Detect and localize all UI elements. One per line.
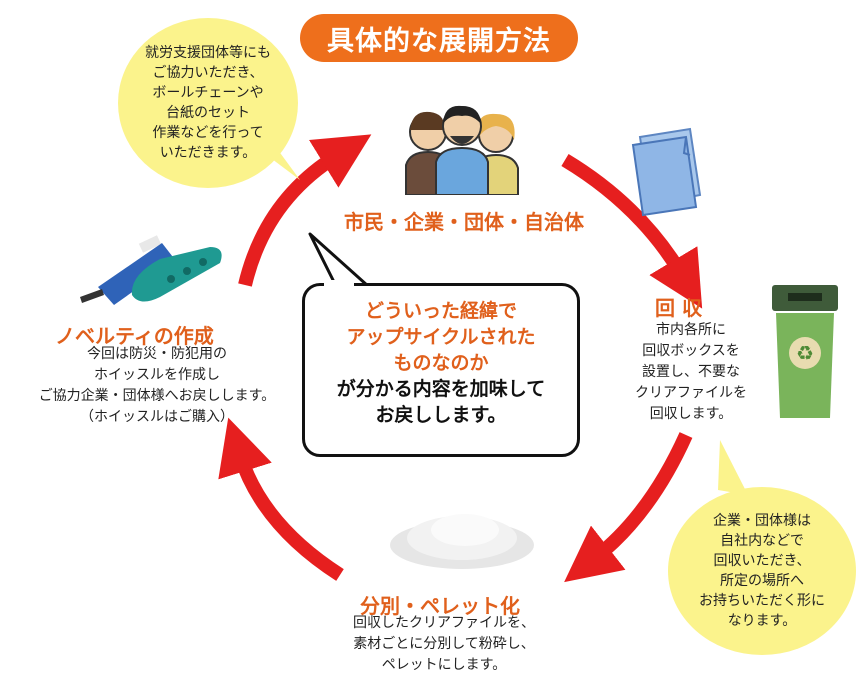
page-title: 具体的な展開方法: [300, 14, 578, 62]
company-bubble-text: 企業・団体様は 自社内などで 回収いただき、 所定の場所へ お持ちいただく形に …: [699, 513, 825, 629]
recycle-bin-icon: ♻: [772, 285, 838, 418]
whistle-icon: [80, 235, 222, 305]
novelty-title: ノベルティの作成: [55, 324, 214, 348]
bubble-tail: [260, 150, 300, 180]
center-message-box: どういった経緯で アップサイクルされた ものなのか が分かる内容を加味して お戻…: [302, 283, 580, 457]
company-bubble: 企業・団体様は 自社内などで 回収いただき、 所定の場所へ お持ちいただく形に …: [668, 487, 856, 655]
clear-file-icon: [631, 127, 702, 217]
pellet-title: 分別・ペレット化: [360, 594, 520, 618]
volunteer-bubble: 就労支援団体等にも ご協力いただき、 ボールチェーンや 台紙のセット 作業などを…: [118, 18, 298, 188]
arrow-to-collect: [561, 153, 703, 309]
pellet-description: 回収したクリアファイルを、 素材ごとに分別して粉砕し、 ペレットにします。: [353, 615, 535, 673]
volunteer-bubble-text: 就労支援団体等にも ご協力いただき、 ボールチェーンや 台紙のセット 作業などを…: [145, 45, 271, 161]
pellets-icon: [390, 514, 534, 569]
center-box-tail-cover: [324, 280, 354, 288]
arrow-to-novelty: [218, 417, 344, 581]
arrow-to-pellet: [564, 432, 693, 583]
svg-text:♻: ♻: [796, 341, 814, 365]
center-highlight-text: どういった経緯で アップサイクルされた ものなのか: [346, 300, 536, 374]
bubble-tail: [718, 440, 748, 495]
people-icon: [405, 105, 519, 195]
novelty-description: 今回は防災・防犯用の ホイッスルを作成し ご協力企業・団体様へお戻しします。 （…: [38, 346, 276, 425]
citizens-title: 市民・企業・団体・自治体: [344, 210, 584, 234]
arrow-to-citizens: [238, 134, 372, 287]
center-body-text: が分かる内容を加味して お戻しします。: [336, 378, 546, 426]
collect-title: 回 収: [655, 296, 702, 320]
collect-description: 市内各所に 回収ボックスを 設置し、不要な クリアファイルを 回収します。: [635, 322, 747, 422]
